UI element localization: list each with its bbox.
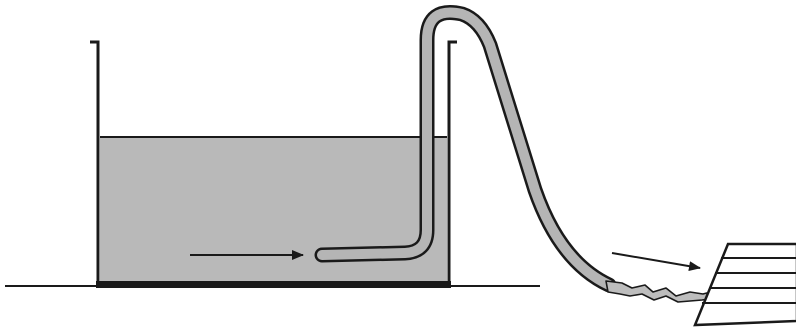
tank-floor bbox=[96, 281, 451, 288]
drain-grate bbox=[693, 242, 796, 327]
tank-wall-right bbox=[447, 40, 457, 284]
flow-arrow-outlet bbox=[611, 252, 701, 272]
tank-wall-left bbox=[90, 40, 100, 284]
siphon-hose bbox=[314, 5, 617, 293]
tank-water bbox=[100, 137, 447, 283]
